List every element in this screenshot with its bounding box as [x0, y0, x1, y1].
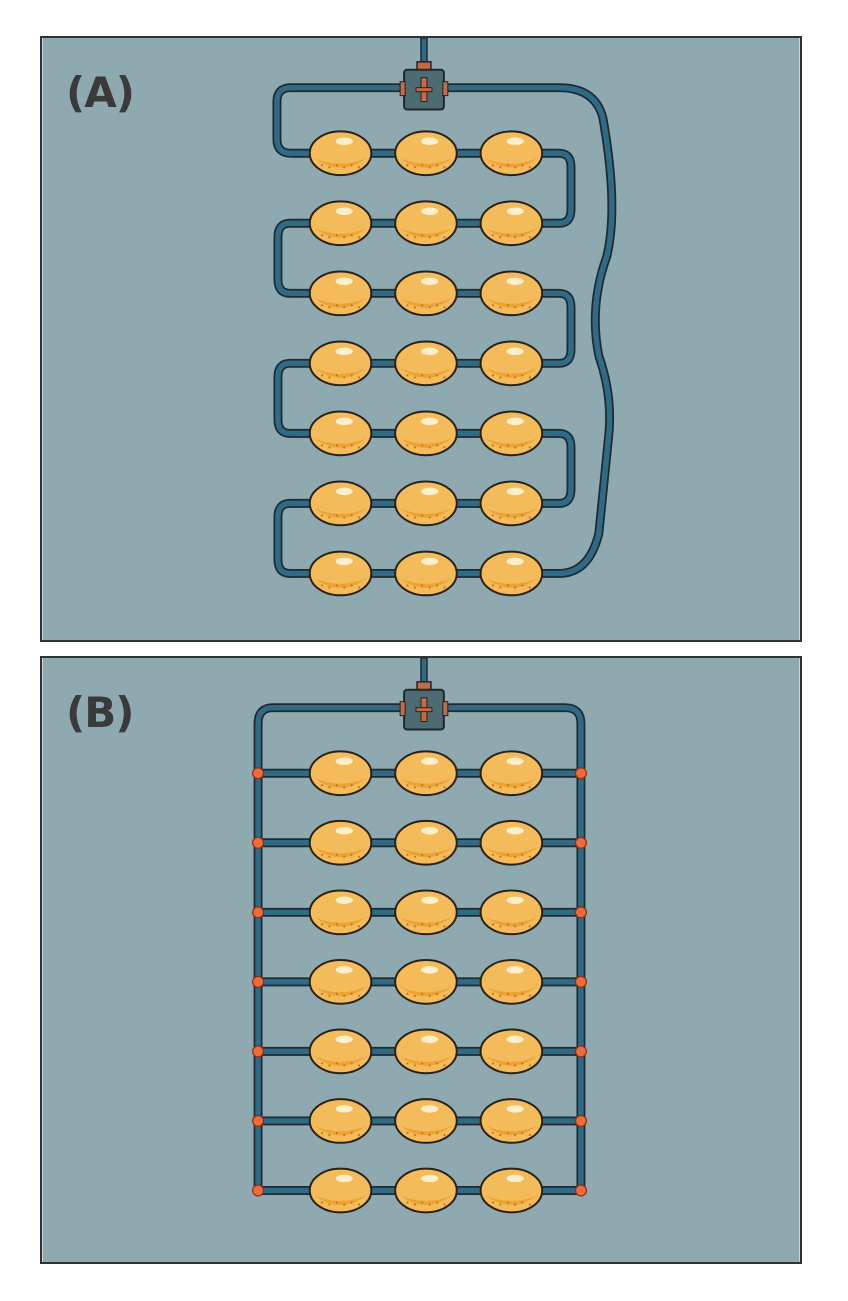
lemon — [394, 410, 458, 457]
lemon — [308, 889, 373, 936]
lemon — [394, 130, 458, 177]
lemon — [394, 889, 458, 936]
junction-dot — [252, 1045, 265, 1058]
lemon — [479, 200, 544, 247]
battery-box-icon — [399, 38, 449, 111]
lemon — [394, 1028, 458, 1075]
lemon — [394, 819, 458, 866]
junction-dot — [574, 975, 588, 988]
junction-dot — [252, 1184, 265, 1197]
lemon — [308, 1028, 373, 1075]
junction-dot — [574, 906, 588, 919]
panel-b-label: (B) — [66, 688, 134, 737]
lemon — [479, 410, 544, 457]
lemon — [479, 340, 544, 387]
lemon — [479, 750, 544, 797]
junction-dot — [574, 1114, 588, 1127]
junction-dot — [252, 975, 265, 988]
panel-a-label: (A) — [66, 68, 135, 117]
junction-dot — [252, 767, 265, 780]
junction-dot — [252, 906, 265, 919]
junction-dot — [574, 767, 588, 780]
panel-a: (A) — [40, 36, 802, 642]
junction-dot — [574, 836, 588, 849]
lemon — [394, 750, 458, 797]
lemon — [479, 550, 544, 597]
lemon — [394, 1098, 458, 1144]
lemon — [479, 959, 544, 1005]
junction-dot — [574, 1045, 588, 1058]
lemon — [479, 819, 544, 866]
lemon — [308, 819, 373, 866]
lemon — [479, 480, 544, 527]
lemon — [394, 340, 458, 387]
lemon — [479, 1098, 544, 1144]
lemon — [308, 1167, 373, 1214]
junction-dot — [574, 1184, 588, 1197]
lemon — [308, 1098, 373, 1144]
panel-background — [42, 38, 800, 640]
lemon — [308, 959, 373, 1005]
lemon — [308, 340, 373, 387]
lemon — [308, 410, 373, 457]
lemon — [479, 1028, 544, 1075]
panel-b: (B) — [40, 656, 802, 1264]
lemon — [394, 959, 458, 1005]
series-wire — [272, 83, 617, 578]
lemon — [308, 270, 373, 317]
lemon — [479, 889, 544, 936]
lemon — [308, 480, 373, 527]
lemon — [479, 1167, 544, 1214]
lemon — [394, 1167, 458, 1214]
lemon — [308, 550, 373, 597]
lemon — [479, 130, 544, 177]
lemon — [394, 480, 458, 527]
series-circuit-diagram — [42, 38, 800, 640]
lemon — [479, 270, 544, 317]
junction-dot — [252, 1114, 265, 1127]
lemon — [308, 130, 373, 177]
lemon — [394, 200, 458, 247]
parallel-circuit-diagram — [42, 658, 800, 1262]
junction-dot — [252, 836, 265, 849]
lemon — [394, 550, 458, 597]
lemon — [394, 270, 458, 317]
lemon — [308, 200, 373, 247]
lemon — [308, 750, 373, 797]
battery-box-icon — [399, 658, 449, 731]
